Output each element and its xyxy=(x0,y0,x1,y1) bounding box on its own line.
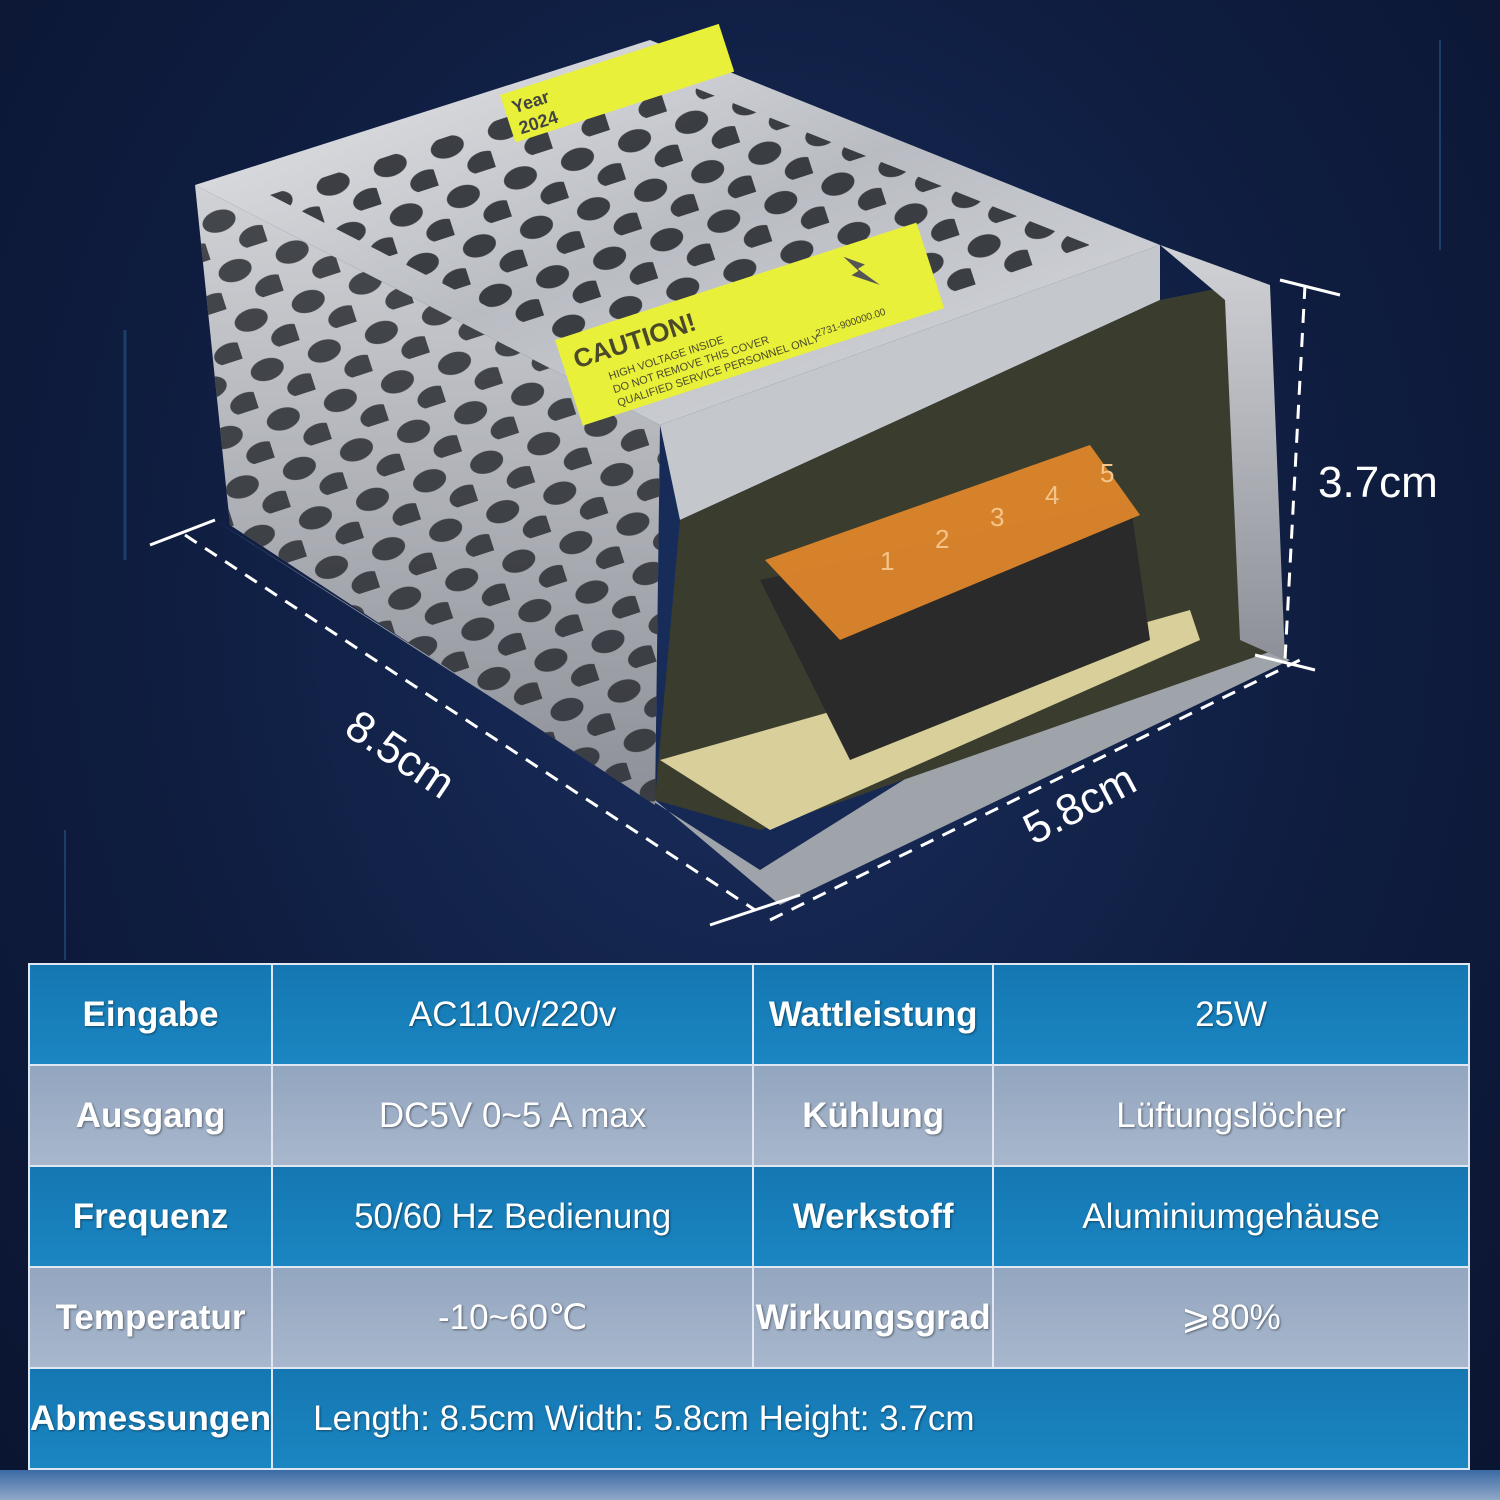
spec-key: Frequenz xyxy=(27,1165,274,1268)
spec-key: Eingabe xyxy=(27,963,274,1066)
spec-key: Ausgang xyxy=(27,1064,274,1167)
dimension-lines xyxy=(149,278,1341,927)
terminal-number: 5 xyxy=(1100,458,1114,488)
spec-key: Kühlung xyxy=(752,1064,995,1167)
product-illustration: Year 2024 CAUTION! HIGH VOLTAGE INSIDE D… xyxy=(64,23,1441,960)
spec-value: Aluminiumgehäuse xyxy=(992,1165,1470,1268)
background-glow xyxy=(64,40,1441,960)
table-row: Temperatur -10~60℃ Wirkungsgrad ⩾80% xyxy=(27,1266,1470,1369)
terminal-number: 4 xyxy=(1045,480,1059,510)
terminal-number: 3 xyxy=(990,502,1004,532)
terminal-number: 1 xyxy=(880,546,894,576)
spec-value: Length: 8.5cm Width: 5.8cm Height: 3.7cm xyxy=(271,1367,1470,1470)
spec-value: ⩾80% xyxy=(992,1266,1470,1369)
spec-key: Wattleistung xyxy=(752,963,995,1066)
table-row: Eingabe AC110v/220v Wattleistung 25W xyxy=(27,963,1470,1066)
spec-key: Werkstoff xyxy=(752,1165,995,1268)
terminal-number: 2 xyxy=(935,524,949,554)
terminal-block xyxy=(760,445,1150,760)
table-row: Ausgang DC5V 0~5 A max Kühlung Lüftungsl… xyxy=(27,1064,1470,1167)
year-label: Year 2024 xyxy=(500,23,735,143)
spec-value: AC110v/220v xyxy=(271,963,755,1066)
spec-value: 25W xyxy=(992,963,1470,1066)
spec-key: Abmessungen xyxy=(27,1367,274,1470)
background-band xyxy=(0,1470,1500,1500)
height-dimension-label: 3.7cm xyxy=(1318,458,1438,507)
spec-value: Lüftungslöcher xyxy=(992,1064,1470,1167)
spec-value: 50/60 Hz Bedienung xyxy=(271,1165,755,1268)
table-row: Frequenz 50/60 Hz Bedienung Werkstoff Al… xyxy=(27,1165,1470,1268)
spec-key: Wirkungsgrad xyxy=(752,1266,995,1369)
spec-key: Temperatur xyxy=(27,1266,274,1369)
specifications-table: Eingabe AC110v/220v Wattleistung 25W Aus… xyxy=(27,963,1470,1470)
table-row: Abmessungen Length: 8.5cm Width: 5.8cm H… xyxy=(27,1367,1470,1470)
spec-value: -10~60℃ xyxy=(271,1266,755,1369)
spec-value: DC5V 0~5 A max xyxy=(271,1064,755,1167)
